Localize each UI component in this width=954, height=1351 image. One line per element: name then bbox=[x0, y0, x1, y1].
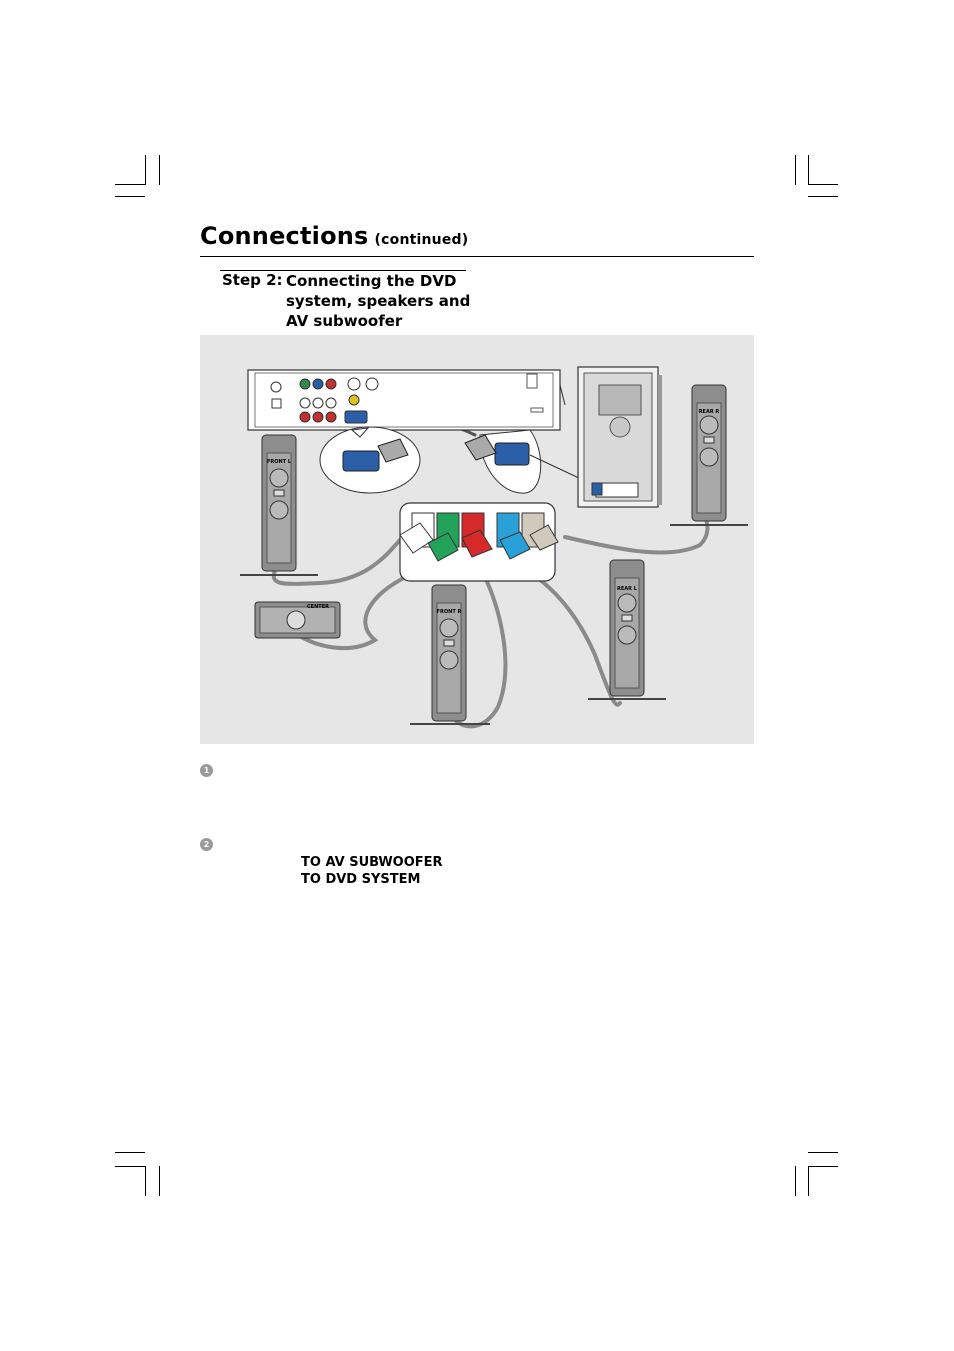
step-number-1: 1 bbox=[200, 764, 213, 777]
crop-mark bbox=[115, 1152, 145, 1153]
av-subwoofer bbox=[577, 366, 662, 508]
speaker-center: CENTER bbox=[254, 601, 341, 639]
step-heading: Connecting the DVD system, speakers and … bbox=[286, 271, 486, 331]
crop-mark bbox=[115, 1166, 145, 1167]
speaker-front-right: FRONT R bbox=[410, 584, 490, 725]
speaker-label-front-left: FRONT L bbox=[267, 459, 292, 465]
cable-front-right bbox=[453, 565, 508, 729]
step-heading-line: Connecting the DVD bbox=[286, 272, 457, 290]
speaker-label-front-right: FRONT R bbox=[437, 609, 462, 615]
connection-diagram: FRONT L REAR R FRONT R REAR L CENTER bbox=[200, 335, 754, 744]
crop-mark bbox=[808, 196, 838, 197]
page-title: Connections (continued) bbox=[200, 222, 468, 250]
speaker-label-rear-left: REAR L bbox=[617, 586, 638, 592]
crop-mark bbox=[159, 155, 160, 185]
step-heading-line: AV subwoofer bbox=[286, 312, 403, 330]
crop-mark bbox=[795, 155, 796, 185]
label-to-av-subwoofer: TO AV SUBWOOFER bbox=[301, 855, 443, 870]
crop-mark bbox=[145, 1166, 146, 1196]
crop-mark bbox=[795, 1166, 796, 1196]
step-heading-line: system, speakers and bbox=[286, 292, 471, 310]
step-number-2: 2 bbox=[200, 838, 213, 851]
page-title-continued: (continued) bbox=[374, 232, 469, 248]
speaker-front-left: FRONT L bbox=[240, 434, 318, 576]
speaker-label-rear-right: REAR R bbox=[699, 409, 720, 415]
crop-mark bbox=[115, 196, 145, 197]
crop-mark bbox=[808, 155, 809, 185]
crop-mark bbox=[145, 155, 146, 185]
crop-mark bbox=[159, 1166, 160, 1196]
title-rule bbox=[200, 256, 754, 257]
label-to-dvd-system: TO DVD SYSTEM bbox=[301, 872, 421, 887]
speaker-label-center: CENTER bbox=[307, 604, 329, 610]
page-title-text: Connections bbox=[200, 222, 369, 250]
crop-mark bbox=[808, 1166, 809, 1196]
cable-center bbox=[293, 565, 432, 651]
dvd-system-panel bbox=[247, 369, 561, 431]
crop-mark bbox=[808, 184, 838, 185]
speaker-rear-left: REAR L bbox=[588, 559, 666, 700]
cable-rear-right bbox=[563, 513, 710, 555]
cable-front-left bbox=[271, 538, 402, 586]
crop-mark bbox=[115, 184, 145, 185]
speaker-rear-right: REAR R bbox=[670, 384, 748, 526]
step-rule bbox=[220, 270, 466, 271]
connector-detail bbox=[399, 502, 559, 582]
step-label: Step 2: bbox=[222, 271, 283, 289]
crop-mark bbox=[808, 1152, 838, 1153]
cable-rear-left bbox=[518, 565, 622, 707]
crop-mark bbox=[808, 1166, 838, 1167]
